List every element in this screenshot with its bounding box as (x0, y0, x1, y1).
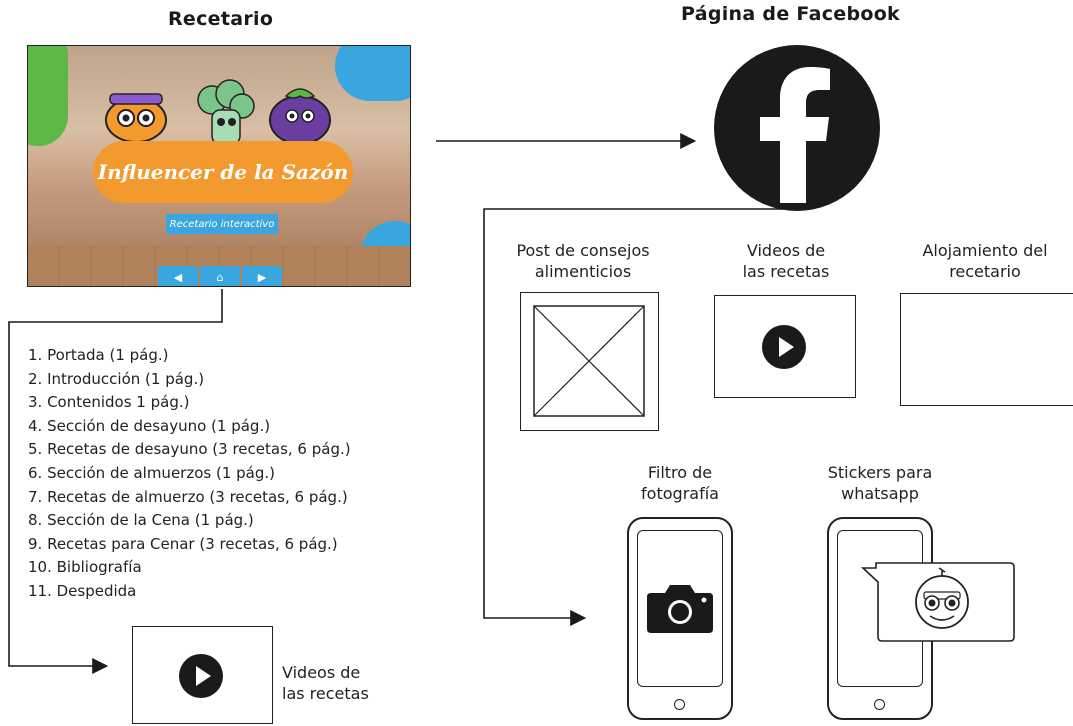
play-icon (762, 325, 806, 369)
recetario-cover: Influencer de la Sazón Recetario interac… (27, 45, 411, 287)
decor-blob (335, 46, 410, 101)
eggplant-character-icon (269, 88, 331, 144)
broccoli-character-icon (197, 79, 255, 145)
prev-button[interactable]: ◀ (158, 266, 198, 286)
phone-screen (637, 530, 723, 687)
facebook-f-icon (760, 67, 830, 203)
list-item: 1. Portada (1 pág.) (28, 346, 169, 364)
post-label: Post de consejos alimenticios (516, 241, 650, 281)
post-box[interactable] (520, 292, 659, 431)
list-item: 6. Sección de almuerzos (1 pág.) (28, 463, 275, 482)
recetario-title: Recetario (168, 8, 274, 30)
list-item: 7. Recetas de almuerzo (3 recetas, 6 pág… (28, 487, 348, 506)
home-button-icon (874, 699, 885, 710)
facebook-logo-icon (714, 45, 880, 211)
arrow-recetario-to-videos (8, 289, 223, 674)
cover-nav: ◀ ⌂ ▶ (158, 266, 282, 286)
list-item: 8. Sección de la Cena (1 pág.) (28, 511, 254, 530)
hosting-box[interactable] (900, 293, 1073, 406)
fb-videos-box[interactable] (714, 295, 856, 398)
filter-phone[interactable] (627, 517, 733, 720)
list-item: 10. Bibliografía (28, 558, 142, 577)
camera-icon (647, 585, 713, 633)
home-button-icon (674, 699, 685, 710)
play-icon (179, 654, 223, 698)
sticker-bubble (860, 562, 1015, 642)
filter-label: Filtro de fotografía (641, 463, 719, 503)
list-item: 3. Contenidos 1 pág.) (28, 393, 190, 412)
sticker-character-icon (915, 567, 969, 629)
list-item: 11. Despedida (28, 581, 137, 600)
facebook-title: Página de Facebook (681, 3, 900, 25)
cover-banner: Influencer de la Sazón (93, 141, 353, 203)
stickers-label: Stickers para whatsapp (827, 463, 933, 503)
list-item: 2. Introducción (1 pág.) (28, 369, 205, 388)
recetario-video-label: Videos de las recetas (282, 663, 369, 703)
cover-subbanner: Recetario interactivo (166, 214, 278, 234)
list-item: 9. Recetas para Cenar (3 recetas, 6 pág.… (28, 534, 338, 553)
hosting-label: Alojamiento del recetario (922, 241, 1048, 281)
decor-blob (28, 46, 68, 146)
orange-character-icon (105, 93, 167, 143)
recetario-video-box[interactable] (132, 626, 273, 724)
fb-videos-label: Videos de las recetas (742, 241, 830, 281)
contents-list: 1. Portada (1 pág.) 2. Introducción (1 p… (28, 344, 351, 604)
image-placeholder-icon (533, 305, 645, 417)
home-button[interactable]: ⌂ (200, 266, 240, 286)
list-item: 4. Sección de desayuno (1 pág.) (28, 416, 271, 435)
list-item: 5. Recetas de desayuno (3 recetas, 6 pág… (28, 440, 351, 459)
next-button[interactable]: ▶ (242, 266, 282, 286)
